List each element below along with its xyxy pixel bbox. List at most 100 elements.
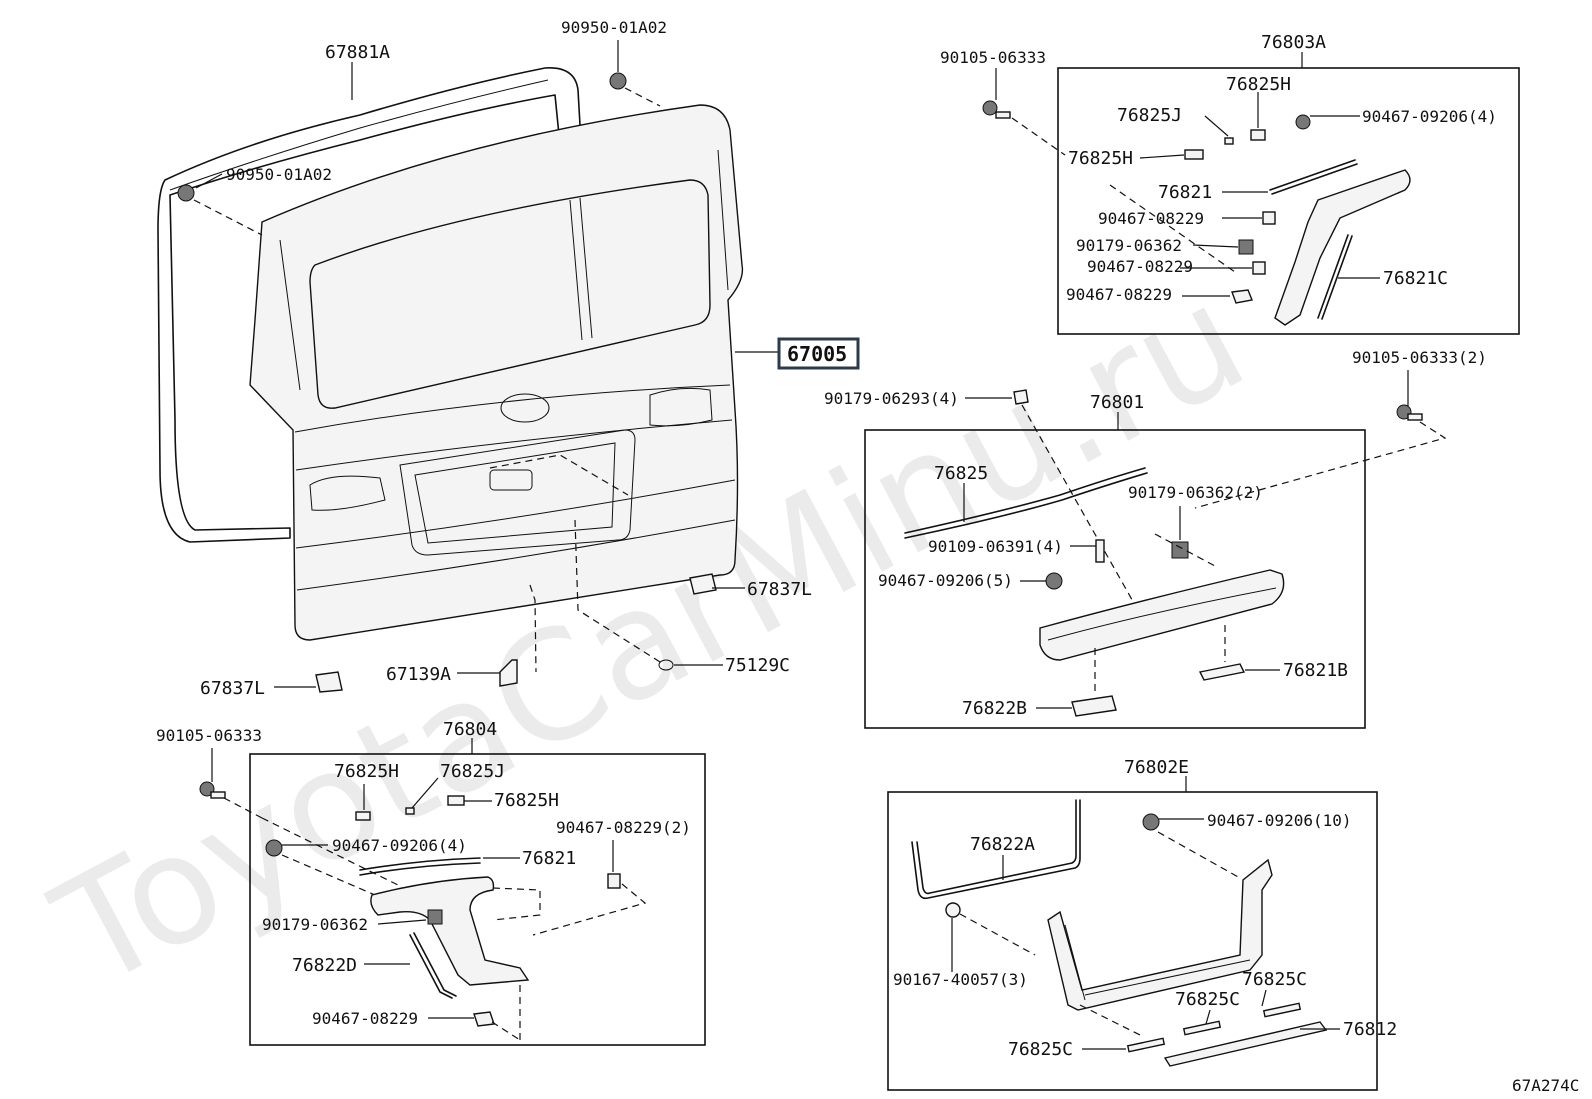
tape-76825C-c[interactable] <box>1126 1037 1166 1053</box>
garnish-76801[interactable] <box>1039 569 1285 661</box>
label-76825H-c: 76825H <box>334 761 399 782</box>
clip-90467-08229-c[interactable] <box>1231 289 1253 304</box>
pad-76825J-b[interactable] <box>405 807 415 815</box>
label-90109: 90109-06391(4) <box>928 537 1063 556</box>
clip-90950-top[interactable] <box>609 72 627 90</box>
label-76803A: 76803A <box>1261 32 1326 53</box>
label-76825J-b: 76825J <box>440 761 505 782</box>
label-90179-06362-2: 90179-06362(2) <box>1128 483 1263 502</box>
label-76825J-a: 76825J <box>1117 105 1182 126</box>
label-76822D: 76822D <box>292 955 357 976</box>
label-90467-09206-10: 90467-09206(10) <box>1207 811 1352 830</box>
clip-90179-06293[interactable] <box>1013 389 1029 405</box>
label-90467-09206-4a: 90467-09206(4) <box>1362 107 1497 126</box>
strip-76822D[interactable] <box>409 932 457 999</box>
label-76825C-c: 76825C <box>1008 1039 1073 1060</box>
label-90467-09206-5: 90467-09206(5) <box>878 571 1013 590</box>
label-90950-top: 90950-01A02 <box>561 18 667 37</box>
label-90467-08229-b: 90467-08229 <box>1087 257 1193 276</box>
back-door-panel-67005[interactable] <box>249 104 744 641</box>
box-76801 <box>864 429 1366 729</box>
pad-76825H-c[interactable] <box>355 811 371 821</box>
clip-90467-09206-4b[interactable] <box>265 839 283 857</box>
label-90179-06362-a: 90179-06362 <box>1076 236 1182 255</box>
tape-76825C-b[interactable] <box>1182 1020 1222 1036</box>
clip-90467-09206-10[interactable] <box>1142 813 1160 831</box>
main-part-box[interactable] <box>777 337 860 370</box>
box-76802E <box>887 791 1378 1091</box>
main-part-number: 67005 <box>787 342 847 366</box>
clip-90467-09206-5[interactable] <box>1045 572 1063 590</box>
label-90105-top: 90105-06333 <box>940 48 1046 67</box>
pad-76825H-b[interactable] <box>1184 149 1204 160</box>
stopper-67837L-right[interactable] <box>689 573 717 595</box>
garnish-76804[interactable] <box>370 876 530 986</box>
bolt-90105-top[interactable] <box>982 100 1011 119</box>
label-76804: 76804 <box>443 719 497 740</box>
label-90179-06362-b: 90179-06362 <box>262 915 368 934</box>
label-90467-08229-d: 90467-08229 <box>312 1009 418 1028</box>
garnish-76803A[interactable] <box>1274 169 1411 326</box>
clip-90167-40057[interactable] <box>945 902 961 918</box>
label-76825H-b: 76825H <box>1068 148 1133 169</box>
screw-90109[interactable] <box>1095 539 1105 563</box>
label-90467-08229-c: 90467-08229 <box>1066 285 1172 304</box>
label-76822B: 76822B <box>962 698 1027 719</box>
pad-76825J-a[interactable] <box>1224 137 1234 145</box>
clip-90467-09206-a[interactable] <box>1295 114 1311 130</box>
bolt-90105-left[interactable] <box>199 781 226 799</box>
diagram-code: 67A274C <box>1512 1076 1579 1095</box>
box-76804 <box>249 753 706 1046</box>
label-90467-09206-4b: 90467-09206(4) <box>332 836 467 855</box>
label-76825H-d: 76825H <box>494 790 559 811</box>
label-76821-a: 76821 <box>1158 182 1212 203</box>
label-76821-b: 76821 <box>522 848 576 869</box>
label-76825: 76825 <box>934 463 988 484</box>
label-90467-08229-2: 90467-08229(2) <box>556 818 691 837</box>
clip-90179-06362-b[interactable] <box>427 909 443 925</box>
pad-76825H-d[interactable] <box>447 795 465 806</box>
clip-90179-06362-2[interactable] <box>1171 541 1189 559</box>
label-76812: 76812 <box>1343 1019 1397 1040</box>
strip-76821-a[interactable] <box>1269 159 1358 195</box>
pad-76821B[interactable] <box>1198 663 1246 681</box>
label-90467-08229-a: 90467-08229 <box>1098 209 1204 228</box>
clip-90467-08229-a[interactable] <box>1262 211 1276 225</box>
label-76802E: 76802E <box>1124 757 1189 778</box>
bolt-90105-2[interactable] <box>1396 404 1423 421</box>
garnish-76802E[interactable] <box>1047 858 1273 1011</box>
pad-76825H-a[interactable] <box>1250 129 1266 141</box>
weatherstrip-67881A[interactable] <box>157 67 586 543</box>
label-67881A: 67881A <box>325 42 390 63</box>
weatherstrip-76822A[interactable] <box>911 799 1081 900</box>
plug-75129C[interactable] <box>658 659 674 671</box>
label-76821C: 76821C <box>1383 268 1448 289</box>
molding-76812[interactable] <box>1163 1021 1328 1067</box>
tape-76825C-a[interactable] <box>1262 1002 1302 1018</box>
box-76803A <box>1057 67 1520 335</box>
stopper-67837L-left[interactable] <box>315 671 343 693</box>
pad-67139A[interactable] <box>499 659 518 687</box>
label-90950-left: 90950-01A02 <box>226 165 332 184</box>
strip-76821C[interactable] <box>1317 234 1353 320</box>
label-76825C-a: 76825C <box>1242 969 1307 990</box>
label-76825C-b: 76825C <box>1175 989 1240 1010</box>
clip-90467-08229-2[interactable] <box>607 873 621 889</box>
label-75129C: 75129C <box>725 655 790 676</box>
label-67837L-left: 67837L <box>200 678 265 699</box>
label-90105-2: 90105-06333(2) <box>1352 348 1487 367</box>
label-67837L-right: 67837L <box>747 579 812 600</box>
clip-90467-08229-b[interactable] <box>1252 261 1266 275</box>
strip-76821-b[interactable] <box>359 857 481 876</box>
clip-90950-left[interactable] <box>177 184 195 202</box>
label-90105-left: 90105-06333 <box>156 726 262 745</box>
label-76821B: 76821B <box>1283 660 1348 681</box>
label-90179-06293: 90179-06293(4) <box>824 389 959 408</box>
clip-90467-08229-d[interactable] <box>473 1011 495 1027</box>
pad-76822B[interactable] <box>1071 695 1117 717</box>
clip-90179-06362-a[interactable] <box>1238 239 1254 255</box>
label-90167: 90167-40057(3) <box>893 970 1028 989</box>
label-67139A: 67139A <box>386 664 451 685</box>
molding-76825[interactable] <box>904 467 1148 539</box>
